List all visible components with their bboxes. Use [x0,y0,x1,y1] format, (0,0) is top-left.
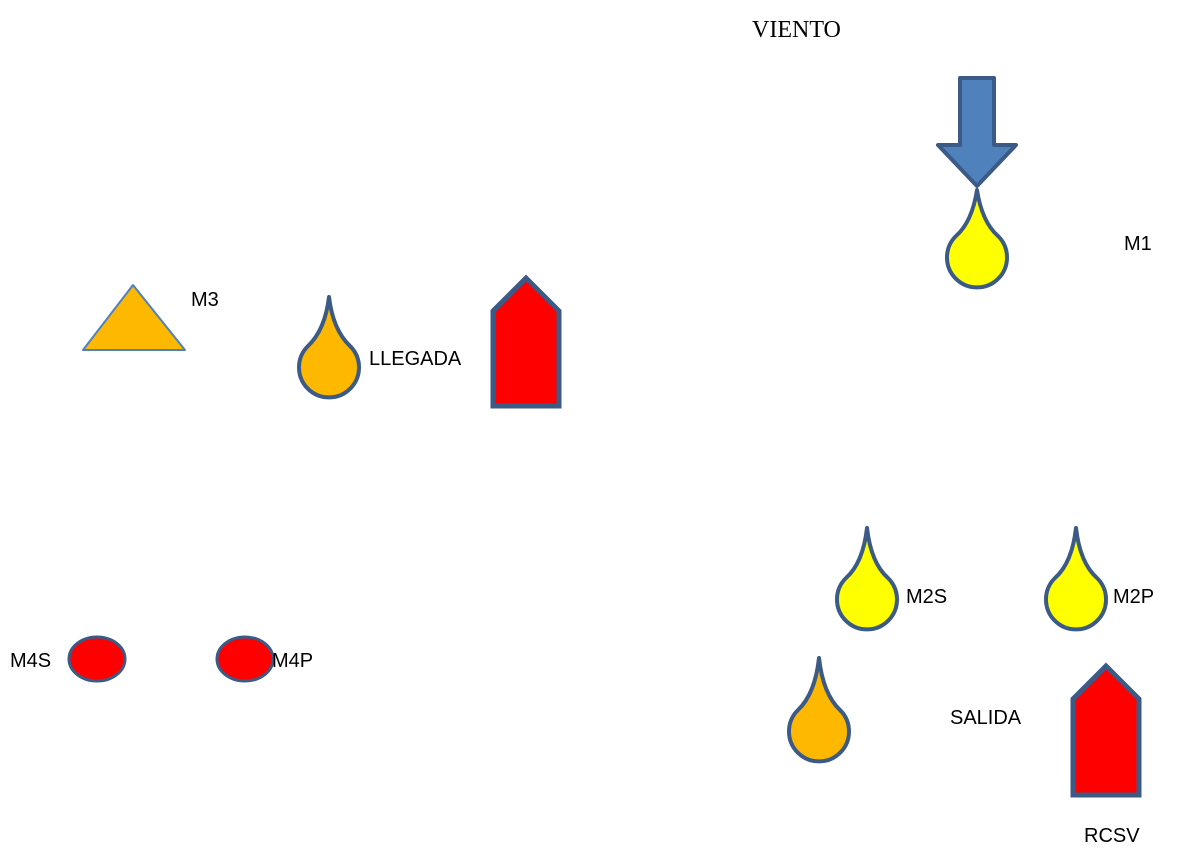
wind-label: VIENTO [752,17,841,43]
m1-buoy-icon [945,188,1009,290]
m3-label: M3 [191,289,219,311]
m2p-label: M2P [1113,586,1155,608]
salida-committee-boat-icon [1070,662,1142,798]
m4p-label: M4P [272,650,314,672]
m4s-buoy-icon [67,635,127,683]
llegada-buoy-icon [297,295,361,400]
m2p-buoy-icon [1044,526,1108,632]
m3-triangle-buoy-icon [82,284,186,351]
wind-arrow-icon [936,76,1018,188]
llegada-committee-boat-icon [490,274,562,409]
llegada-label: LLEGADA [369,348,462,370]
m4p-buoy-icon [215,635,275,683]
salida-label: SALIDA [950,707,1022,729]
m2s-buoy-icon [835,526,899,632]
m1-label: M1 [1124,233,1152,255]
salida-buoy-icon [787,656,851,764]
rcsv-label: RCSV [1084,825,1140,847]
m4s-label: M4S [10,650,52,672]
m2s-label: M2S [906,586,948,608]
